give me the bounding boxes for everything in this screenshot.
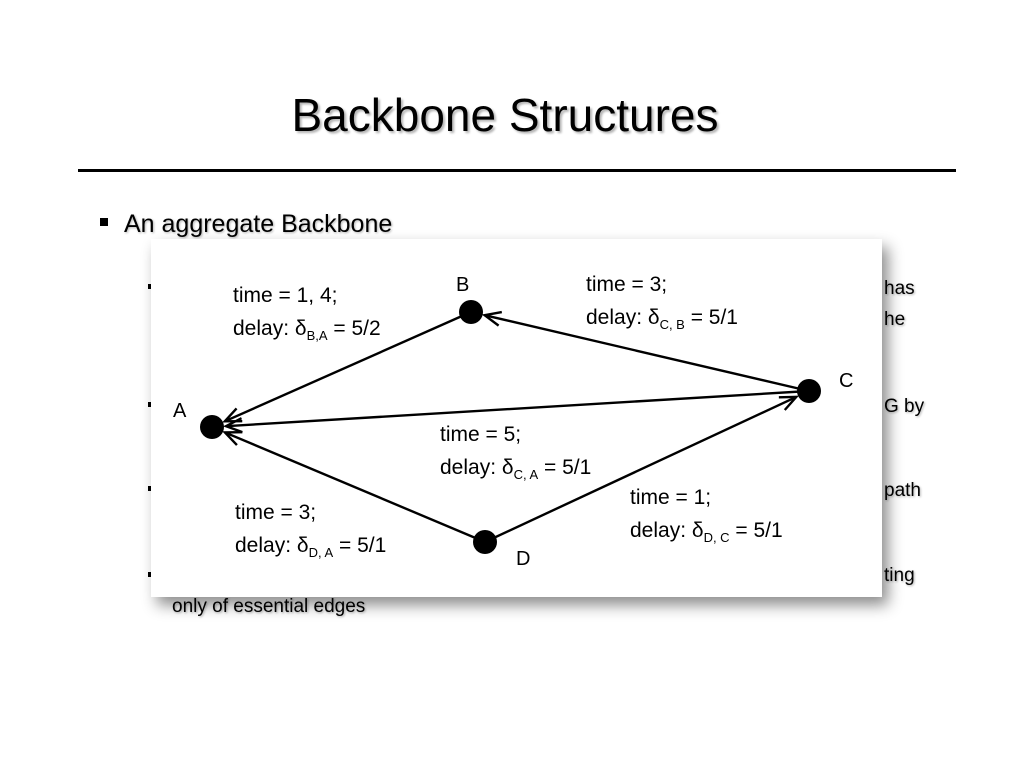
arrowhead-icon bbox=[778, 395, 800, 411]
sub-bullet-dot-icon bbox=[148, 284, 153, 289]
node-label-C: C bbox=[839, 370, 853, 392]
node-label-B: B bbox=[456, 274, 469, 296]
node-B bbox=[459, 300, 483, 324]
arrowhead-icon bbox=[481, 310, 503, 327]
edge-B-A bbox=[224, 310, 472, 423]
slide-title: Backbone Structures bbox=[291, 89, 719, 141]
node-C bbox=[797, 379, 821, 403]
edge-delay-label: delay: δB,A = 5/2 bbox=[233, 317, 381, 343]
occluded-text-fragment: he bbox=[884, 309, 906, 330]
node-A bbox=[200, 415, 224, 439]
node-label-A: A bbox=[173, 400, 187, 422]
edge-time-label: time = 1; bbox=[630, 486, 711, 509]
node-D bbox=[473, 530, 497, 554]
edge-C-B bbox=[484, 314, 810, 393]
occluded-text-fragment: path bbox=[884, 480, 921, 501]
edge-C-A bbox=[225, 389, 810, 428]
edge-D-C bbox=[484, 395, 797, 544]
bullet-text: An aggregate Backbone bbox=[124, 210, 393, 238]
edge-delay-label: delay: δC, A = 5/1 bbox=[440, 456, 591, 482]
edge-time-label: time = 3; bbox=[586, 273, 667, 296]
bullet-square-icon bbox=[100, 218, 108, 227]
backbone-graph-figure: time = 1, 4; delay: δB,A = 5/2 time = 3; de… bbox=[151, 239, 882, 597]
arrowhead-icon bbox=[222, 430, 243, 446]
node-label-D: D bbox=[516, 548, 530, 570]
sub-bullet-dot-icon bbox=[148, 402, 153, 407]
occluded-text-fragment: has bbox=[884, 278, 915, 299]
arrowhead-icon bbox=[222, 417, 243, 434]
occluded-text-fragment: ting bbox=[884, 565, 915, 586]
title-divider bbox=[78, 169, 956, 172]
sub-bullet-dot-icon bbox=[148, 572, 153, 577]
edge-time-label: time = 1, 4; bbox=[233, 284, 337, 307]
edge-delay-label: delay: δD, A = 5/1 bbox=[235, 534, 386, 560]
occluded-text-fragment: G by bbox=[884, 396, 925, 417]
edge-delay-label: delay: δC, B = 5/1 bbox=[586, 306, 738, 332]
sub-bullet-text-last-line: only of essential edges bbox=[172, 596, 366, 617]
edge-time-label: time = 3; bbox=[235, 501, 316, 524]
bullet-aggregate-backbone: An aggregate Backbone bbox=[100, 210, 392, 239]
sub-bullet-dot-icon bbox=[148, 486, 153, 491]
edge-delay-label: delay: δD, C = 5/1 bbox=[630, 519, 783, 545]
edge-time-label: time = 5; bbox=[440, 423, 521, 446]
edge-D-A bbox=[224, 431, 486, 544]
backbone-graph-svg: time = 1, 4; delay: δB,A = 5/2 time = 3; de… bbox=[173, 273, 853, 570]
